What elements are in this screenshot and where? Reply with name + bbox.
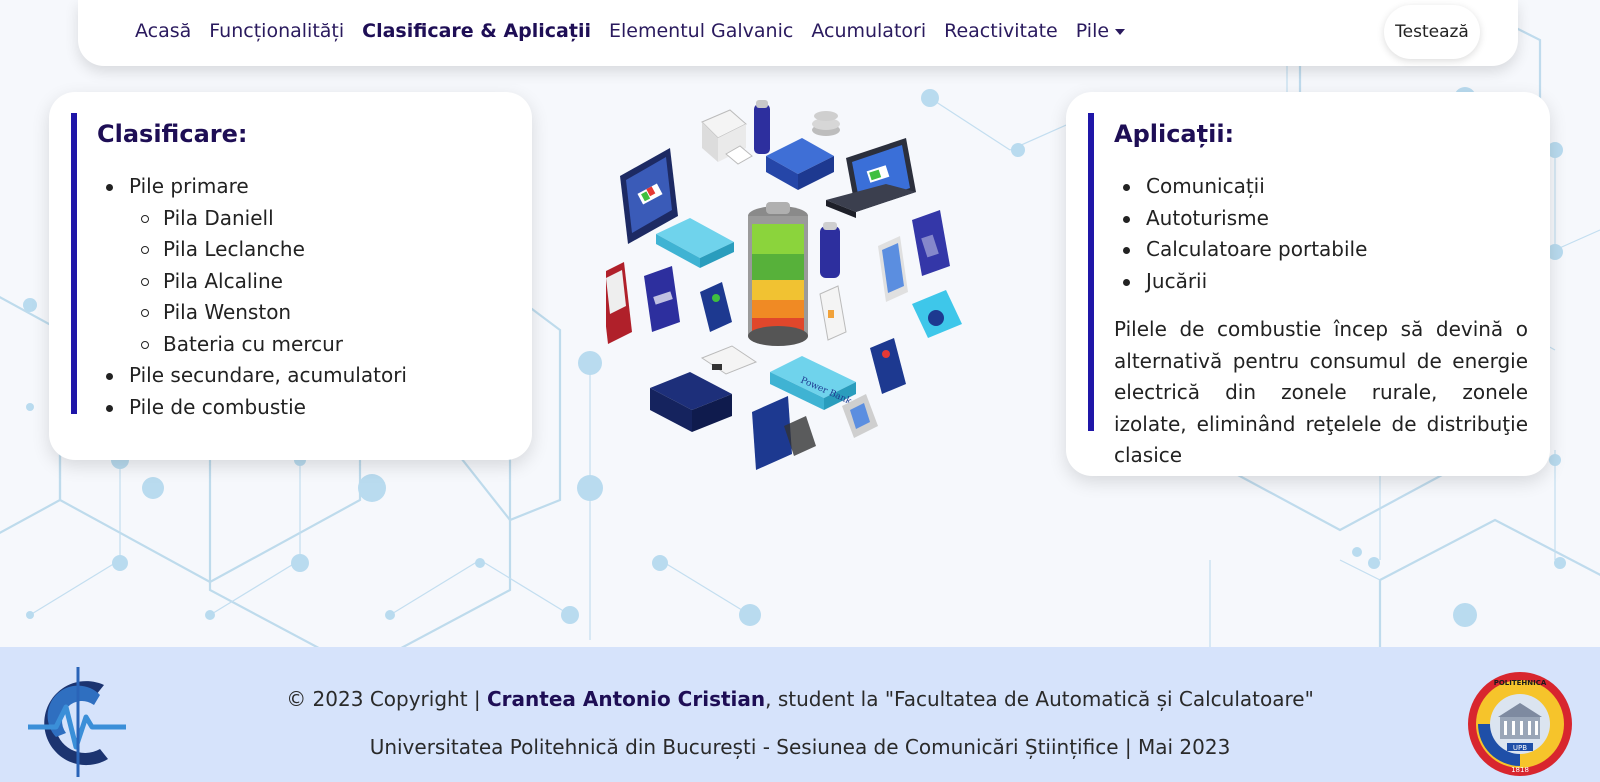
wall-charger-icon — [700, 282, 732, 332]
top-navbar: Acasă Funcționalități Clasificare & Apli… — [78, 0, 1518, 66]
laptop-icon — [826, 138, 916, 218]
smartphone-icon — [878, 236, 908, 302]
copyright-line: © 2023 Copyright | Crantea Antonio Crist… — [0, 687, 1600, 711]
classification-title: Clasificare: — [97, 120, 248, 148]
list-item: Pile secundare, acumulatori — [97, 360, 407, 392]
nav-link-clasificare-aplicatii[interactable]: Clasificare & Aplicații — [362, 20, 591, 42]
battery-pack-grid-icon — [766, 138, 834, 190]
power-bank-icon — [656, 218, 734, 268]
nav-link-functionalitati[interactable]: Funcționalități — [209, 20, 345, 42]
author-name: Crantea Antonio Cristian — [487, 687, 766, 711]
nav-dropdown-pile[interactable]: Pile — [1067, 18, 1134, 44]
applications-card: Aplicații: Comunicații Autoturisme Calcu… — [1066, 92, 1550, 476]
classification-list: Pile primare Pila Daniell Pila Leclanche… — [97, 171, 407, 423]
footer: © 2023 Copyright | Crantea Antonio Crist… — [0, 647, 1600, 782]
list-item: Jucării — [1114, 266, 1367, 298]
power-bank-icon: Power Bank — [770, 356, 856, 410]
copyright-prefix: © 2023 Copyright | — [286, 687, 487, 711]
seal-top-text: POLITEHNICA — [1494, 679, 1547, 687]
seal-year: 1818 — [1511, 766, 1529, 774]
wall-charger-icon — [870, 338, 906, 394]
classification-card: Clasificare: Pile primare Pila Daniell P… — [49, 92, 532, 460]
list-item: Comunicații — [1114, 171, 1367, 203]
applications-list: Comunicații Autoturisme Calculatoare por… — [1114, 171, 1367, 297]
nav-link-acasa[interactable]: Acasă — [135, 20, 192, 42]
list-item: Autoturisme — [1114, 203, 1367, 235]
solar-panel-icon — [752, 396, 816, 470]
aa-battery-icon — [820, 222, 840, 278]
list-item: Calculatoare portabile — [1114, 234, 1367, 266]
list-item: Pile primare — [97, 171, 407, 203]
nav-link-acumulatori[interactable]: Acumulatori — [811, 20, 927, 42]
faculty-logo-icon — [28, 667, 126, 777]
tablet-icon — [620, 148, 678, 244]
university-line: Universitatea Politehnică din București … — [369, 735, 1231, 759]
fuel-cell-paragraph: Pilele de combustie încep să devină o al… — [1114, 317, 1528, 467]
accent-bar — [1088, 113, 1094, 431]
upb-seal-icon: UPB 1818 POLITEHNICA — [1468, 672, 1572, 776]
coin-cell-icon — [812, 111, 840, 136]
mp3-player-icon — [606, 262, 632, 344]
list-item: Pile de combustie — [97, 392, 407, 424]
test-button[interactable]: Testează — [1384, 5, 1480, 59]
aa-battery-icon — [754, 100, 770, 154]
charger-icon — [701, 109, 753, 165]
seal-center-text: UPB — [1513, 744, 1527, 752]
chevron-down-icon — [1115, 28, 1126, 35]
nav-link-elementul-galvanic[interactable]: Elementul Galvanic — [609, 20, 794, 42]
accent-bar — [71, 113, 77, 414]
battery-charger-icon — [650, 372, 732, 432]
usb-plug-icon — [700, 345, 758, 375]
list-item: Pila Wenston — [97, 297, 407, 329]
smartwatch-icon — [842, 394, 878, 438]
nav-link-reactivitate[interactable]: Reactivitate — [944, 20, 1058, 42]
applications-title: Aplicații: — [1114, 120, 1235, 148]
nav-links: Acasă Funcționalități Clasificare & Apli… — [126, 18, 1134, 44]
list-item: Pila Leclanche — [97, 234, 407, 266]
battery-devices-illustration: Power Bank — [606, 100, 962, 470]
nav-dropdown-pile-label: Pile — [1075, 20, 1110, 42]
camera-icon — [912, 290, 962, 338]
battery-icon — [912, 210, 950, 276]
copyright-suffix: , student la "Facultatea de Automatică ș… — [765, 687, 1314, 711]
list-item: Pila Alcaline — [97, 266, 407, 298]
battery-icon — [644, 266, 680, 332]
battery-level-icon — [748, 202, 808, 346]
list-item: Pila Daniell — [97, 203, 407, 235]
list-item: Bateria cu mercur — [97, 329, 407, 361]
usb-adapter-icon — [819, 285, 847, 341]
